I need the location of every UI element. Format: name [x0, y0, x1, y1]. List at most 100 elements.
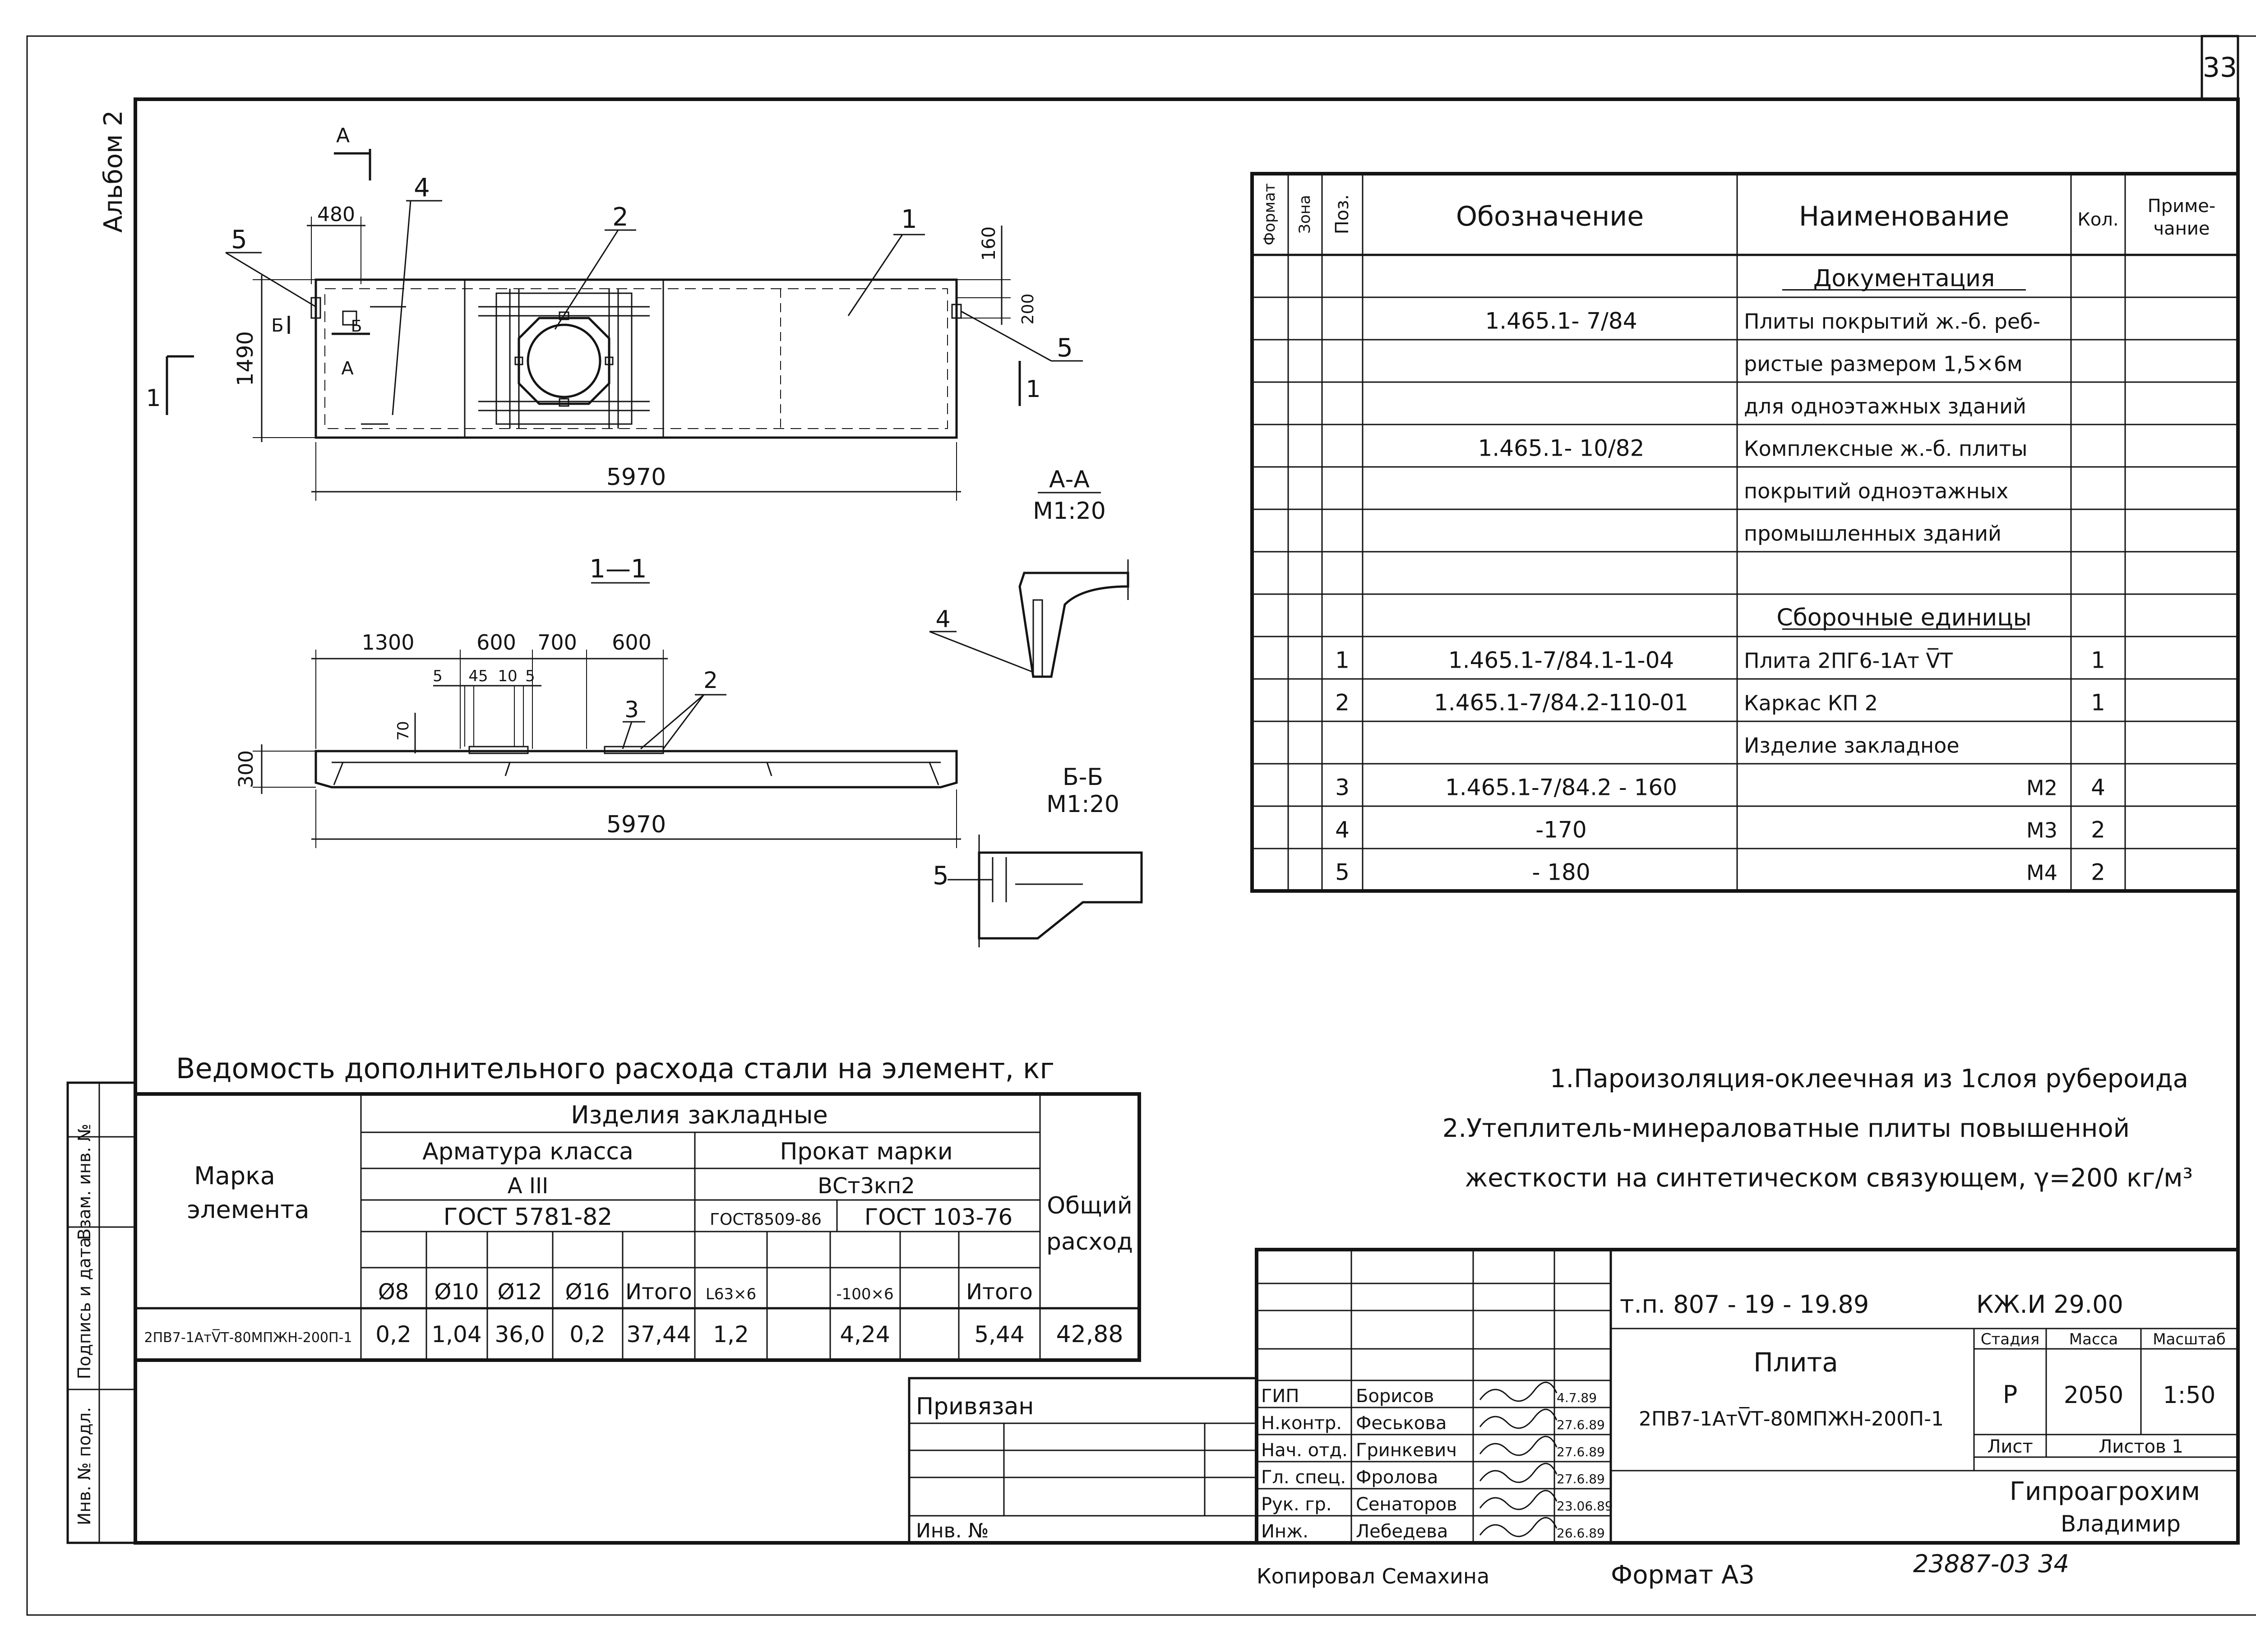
dim-160: 160	[979, 226, 999, 261]
opening-circle	[527, 323, 601, 398]
title-scale-label: Масштаб	[2153, 1330, 2226, 1348]
spec-cell-name: Плита 2ПГ6-1Ат V̅Т	[1744, 648, 1953, 673]
spec-cell-designation: 1.465.1-7/84.1-1-04	[1448, 647, 1674, 674]
steel-h-rebar-gost: ГОСТ 5781-82	[444, 1204, 613, 1231]
dim-5-second: 5	[525, 667, 535, 685]
signature-date: 4.7.89	[1557, 1390, 1597, 1405]
dim-1300: 1300	[361, 630, 414, 655]
signature-role: ГИП	[1261, 1386, 1299, 1407]
section-pos-3: 3	[624, 697, 639, 723]
steel-table-frame	[134, 1092, 1141, 1362]
signature-role: Рук. гр.	[1261, 1494, 1332, 1515]
signature-scribble	[1479, 1463, 1558, 1483]
title-mass: 2050	[2064, 1382, 2123, 1409]
sheet-number-box	[2201, 35, 2239, 101]
dim-10: 10	[498, 667, 517, 685]
spec-cell-designation: 1.465.1- 10/82	[1478, 435, 1645, 461]
steel-subcol-header: Ø12	[498, 1279, 542, 1305]
album-label: Альбом 2	[99, 110, 128, 233]
spec-cell-qty: 4	[2091, 775, 2105, 801]
spec-cell-pos: 4	[1335, 817, 1350, 843]
section-1-1: 1—1 1300 600 700 600 5 45 10 5 70	[235, 554, 961, 848]
section-b-b-pos-5: 5	[933, 861, 949, 891]
steel-subcol-header: Итого	[966, 1279, 1033, 1305]
title-item-title: Плита	[1753, 1347, 1838, 1378]
spec-table: Формат Зона Поз. Обозначение Наименовани…	[1250, 172, 2240, 893]
signature-name: Феськова	[1356, 1413, 1447, 1434]
embedded-m3	[342, 310, 357, 326]
spec-cell-name: ристые размером 1,5×6м	[1744, 352, 2023, 376]
side-stamp: Инв. № подл. Подпись и дата Взам. инв. №	[66, 1081, 137, 1544]
steel-subcol-header: Ø16	[565, 1279, 610, 1305]
spec-h-note-1: Приме-	[2148, 196, 2216, 217]
plan-pos-5-left: 5	[231, 225, 247, 254]
signature-date: 23.06.89	[1557, 1499, 1613, 1514]
embedded-m2-left	[468, 746, 529, 754]
spec-cell-name: Каркас КП 2	[1744, 691, 1878, 715]
notes: 1.Пароизоляция-оклеечная из 1слоя руберо…	[1442, 1064, 2193, 1193]
dim-700: 700	[537, 630, 577, 655]
section-a-a-profile	[1018, 572, 1129, 678]
cut-b-right: Б	[351, 317, 362, 336]
steel-h-embedded: Изделия закладные	[571, 1101, 828, 1129]
title-sheets-label: Листов 1	[2099, 1436, 2183, 1457]
steel-h-gost-8509: ГОСТ8509-86	[710, 1210, 822, 1229]
outer-border	[26, 35, 2256, 1616]
signature-date: 27.6.89	[1557, 1472, 1605, 1486]
spec-cell-name: покрытий одноэтажных	[1744, 479, 2008, 503]
steel-cell-value: 1,2	[713, 1321, 749, 1347]
title-doc-code: т.п. 807 - 19 - 19.89	[1620, 1290, 1869, 1319]
steel-h-total-2: расход	[1046, 1228, 1133, 1255]
steel-subcol-header: Итого	[625, 1279, 692, 1305]
steel-h-rebar-class: А III	[508, 1173, 549, 1199]
signature-role: Гл. спец.	[1261, 1467, 1346, 1488]
title-stage: Р	[2003, 1380, 2018, 1409]
signature-date: 27.6.89	[1557, 1417, 1605, 1432]
spec-h-qty: Кол.	[2077, 209, 2118, 230]
note-line: 2.Утеплитель-минераловатные плиты повыше…	[1442, 1114, 2130, 1143]
steel-h-mark-2: элемента	[187, 1195, 309, 1224]
signature-scribble	[1479, 1490, 1558, 1510]
section-a-a: А-А М1:20 4	[929, 466, 1129, 678]
title-scale: 1:50	[2163, 1382, 2216, 1409]
cut-a-top: А	[336, 124, 350, 147]
steel-subcol-header: Ø10	[435, 1279, 479, 1305]
spec-cell-name: Комплексные ж.-б. плиты	[1744, 437, 2027, 461]
steel-cell-value: 1,04	[431, 1321, 481, 1347]
binding-box: Привязан Инв. №	[908, 1377, 1258, 1544]
dim-1490: 1490	[233, 331, 258, 386]
embedded-m4-left	[310, 297, 321, 319]
spec-cell-designation: - 180	[1532, 859, 1590, 886]
steel-cell-value: 0,2	[375, 1321, 411, 1347]
steel-cell-value: 36,0	[495, 1321, 545, 1347]
spec-cell-qty: 1	[2091, 690, 2105, 716]
title-stage-label: Стадия	[1981, 1330, 2039, 1348]
footer-archive: 23887-03 34	[1913, 1550, 2069, 1578]
spec-h-format: Формат	[1261, 183, 1279, 245]
steel-cell-value: 37,44	[626, 1321, 691, 1347]
spec-cell-pos: 2	[1335, 690, 1350, 716]
spec-cell-designation: -170	[1535, 817, 1586, 843]
steel-cell-value: 0,2	[569, 1321, 606, 1347]
stamp-inv-label: Инв. № подл.	[74, 1407, 94, 1525]
spec-cell-pos: 5	[1335, 859, 1350, 886]
plan-pos-2: 2	[612, 203, 629, 232]
spec-cell-designation: 1.465.1-7/84.2-110-01	[1434, 690, 1688, 716]
steel-h-total-1: Общий	[1047, 1192, 1133, 1219]
steel-cell-value: 4,24	[840, 1321, 890, 1347]
steel-h-mark-1: Марка	[194, 1162, 275, 1190]
binding-label: Привязан	[916, 1393, 1034, 1420]
section-1-1-title: 1—1	[589, 554, 647, 584]
steel-h-rolled-grade: ВСт3кп2	[818, 1173, 915, 1199]
dim-5970-plan: 5970	[606, 464, 666, 491]
spec-cell-name: промышленных зданий	[1744, 521, 2002, 546]
opening-frame	[478, 289, 650, 429]
title-block-frame	[1255, 1248, 2240, 1545]
plan-view: 480 1490 5970 160 200 2 1 4 5 5 А	[146, 124, 1083, 501]
spec-cell-designation: 1.465.1- 7/84	[1485, 308, 1637, 334]
steel-subcol-header: Ø8	[378, 1279, 409, 1305]
dim-200: 200	[1019, 294, 1037, 325]
